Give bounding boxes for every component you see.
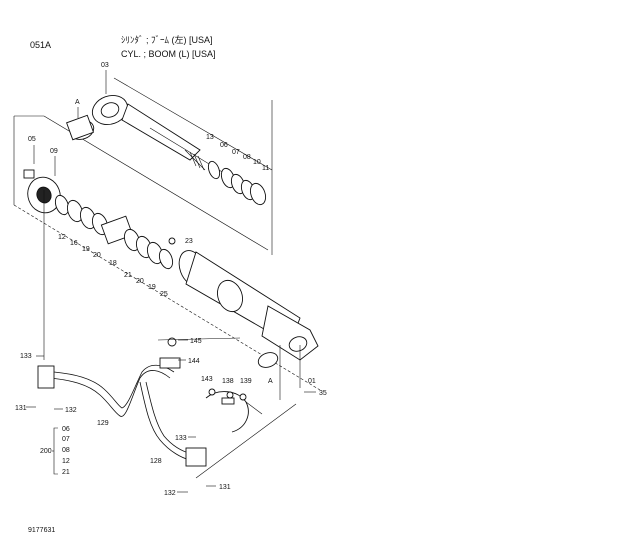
rod-seal-rings bbox=[207, 160, 267, 206]
callout-20b: 20 bbox=[136, 278, 144, 285]
kit-group: 200 06 07 08 12 21 bbox=[40, 426, 70, 476]
callout-144: 144 bbox=[188, 358, 200, 365]
callout-06: 06 bbox=[220, 142, 228, 149]
callout-a-top: A bbox=[75, 99, 80, 106]
callout-131b: 131 bbox=[219, 484, 231, 491]
callout-09: 09 bbox=[50, 148, 58, 155]
callout-131a: 131 bbox=[15, 405, 27, 412]
leader-lines bbox=[26, 70, 316, 493]
callout-19b: 19 bbox=[148, 284, 156, 291]
callout-143: 143 bbox=[201, 376, 213, 383]
drawing-number: 9177631 bbox=[28, 527, 55, 534]
callout-19a: 19 bbox=[82, 246, 90, 253]
callout-07: 07 bbox=[232, 149, 240, 156]
cylinder-tube-part-01 bbox=[178, 250, 319, 368]
rod-eye-part-03 bbox=[66, 95, 261, 196]
callout-20a: 20 bbox=[93, 252, 101, 259]
callout-129: 129 bbox=[97, 420, 109, 427]
callout-35: 35 bbox=[319, 390, 327, 397]
callout-18: 18 bbox=[109, 260, 117, 267]
callout-138: 138 bbox=[222, 378, 234, 385]
callout-23: 23 bbox=[185, 238, 193, 245]
callout-01: 01 bbox=[308, 378, 316, 385]
callout-08: 08 bbox=[243, 154, 251, 161]
callout-11: 11 bbox=[262, 165, 269, 172]
kit-item: 07 bbox=[62, 436, 70, 443]
kit-label: 200 bbox=[40, 448, 52, 455]
callout-12: 12 bbox=[58, 234, 66, 241]
callout-21: 21 bbox=[124, 272, 132, 279]
pipe-frame-lines bbox=[43, 190, 301, 479]
title-en: CYL. ; BOOM (L) [USA] bbox=[121, 49, 216, 59]
callout-145: 145 bbox=[190, 338, 202, 345]
callout-03: 03 bbox=[101, 62, 109, 69]
callout-128: 128 bbox=[150, 458, 162, 465]
callout-13: 13 bbox=[206, 134, 214, 141]
callout-labels: 03 A 05 09 13 06 07 08 10 11 12 16 19 20… bbox=[15, 62, 327, 497]
kit-item: 21 bbox=[62, 469, 70, 476]
callout-132b: 132 bbox=[164, 490, 176, 497]
callout-05: 05 bbox=[28, 136, 36, 143]
pipe-assembly bbox=[37, 337, 263, 467]
callout-133a: 133 bbox=[20, 353, 32, 360]
callout-25: 25 bbox=[160, 291, 168, 298]
callout-139: 139 bbox=[240, 378, 252, 385]
callout-a-bottom: A bbox=[268, 378, 273, 385]
callout-133b: 133 bbox=[175, 435, 187, 442]
callout-16: 16 bbox=[70, 240, 78, 247]
thread-lines bbox=[189, 151, 205, 171]
kit-item: 08 bbox=[62, 447, 70, 454]
title-jp: ｼﾘﾝﾀﾞ ; ﾌﾞｰﾑ (左) [USA] bbox=[121, 34, 213, 45]
kit-item: 06 bbox=[62, 426, 70, 433]
callout-132a: 132 bbox=[65, 407, 77, 414]
kit-item: 12 bbox=[62, 458, 70, 465]
piston-ring-stack bbox=[54, 194, 176, 270]
page-code: 051A bbox=[30, 40, 51, 50]
callout-10: 10 bbox=[253, 159, 261, 166]
